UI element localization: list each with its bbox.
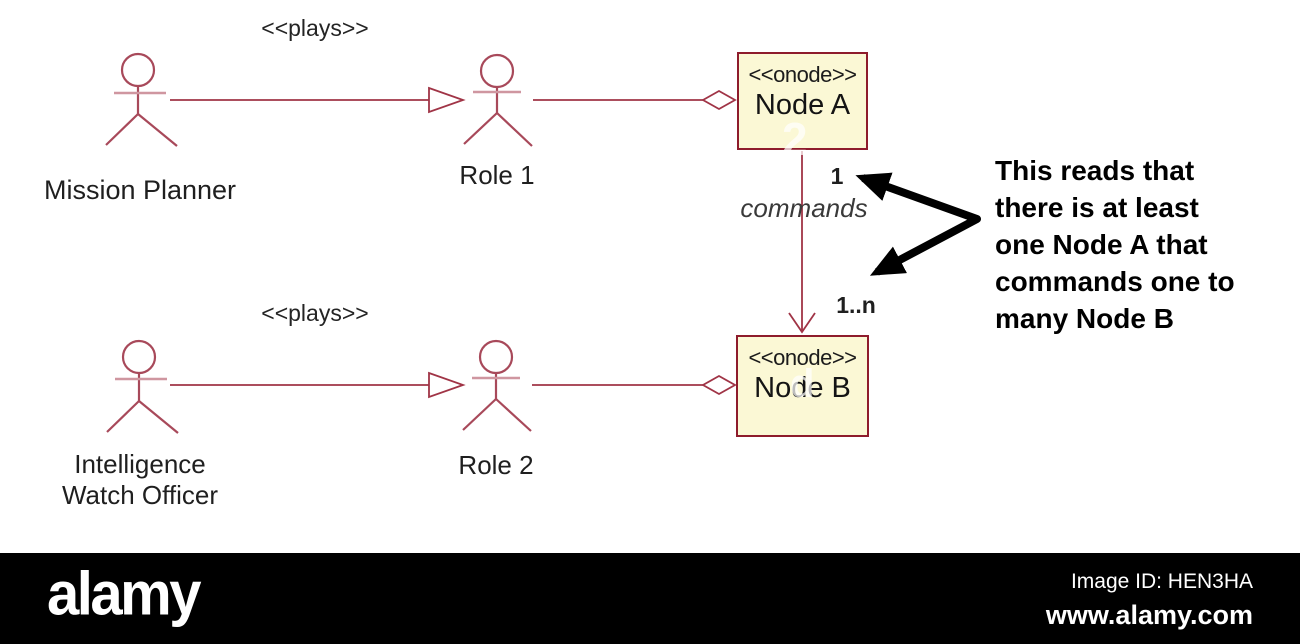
- mission-planner-actor-icon: [105, 52, 178, 147]
- aggregation-role1-nodea: [533, 89, 737, 111]
- commands-association-line: [788, 151, 816, 334]
- node-b-name: Node B: [754, 372, 851, 404]
- plays-stereotype-bottom: <<plays>>: [261, 300, 369, 326]
- node-a-stereotype: <<onode>>: [748, 62, 857, 87]
- diagram-shapes-layer: [105, 52, 981, 434]
- aggregation-role2-nodeb: [532, 374, 737, 396]
- role2-actor-icon: [462, 339, 532, 432]
- actor-label-role2: Role 2: [458, 450, 534, 480]
- annotation-text: This reads that there is at least one No…: [995, 155, 1235, 334]
- multiplicity-target: 1..n: [836, 292, 876, 318]
- multiplicity-source: 1: [830, 163, 844, 189]
- alamy-url-text: www.alamy.com: [1045, 600, 1253, 630]
- actor-label-intelligence-watch-officer: Intelligence Watch Officer: [61, 449, 219, 510]
- image-credits: Image ID: HEN3HA www.alamy.com: [1046, 570, 1253, 631]
- node-b-stereotype: <<onode>>: [748, 345, 857, 370]
- role1-actor-icon: [463, 53, 533, 147]
- alamy-logo: alamy: [47, 560, 201, 629]
- annotation-double-arrow-icon: [855, 172, 981, 276]
- aggregation-diamond-icon: [701, 89, 737, 111]
- image-id-text: Image ID: HEN3HA: [1070, 570, 1253, 593]
- association-name: commands: [740, 193, 868, 223]
- open-triangle-arrowhead-icon: [428, 86, 466, 114]
- node-a-name: Node A: [754, 89, 851, 121]
- plays-stereotype-top: <<plays>>: [261, 15, 369, 41]
- intelligence-watch-officer-actor-icon: [106, 339, 179, 434]
- aggregation-diamond-icon: [701, 374, 737, 396]
- node-a-box: <<onode>> Node A: [737, 52, 868, 150]
- actor-label-mission-planner: Mission Planner: [43, 175, 237, 205]
- watermark-ghost: d: [790, 362, 815, 406]
- node-b-box: <<onode>> Node B: [736, 335, 869, 437]
- open-arrowhead-icon: [788, 312, 816, 334]
- actor-label-role1: Role 1: [459, 160, 535, 190]
- open-triangle-arrowhead-icon: [428, 371, 466, 399]
- plays-arrow-bottom: [170, 371, 466, 399]
- alamy-watermark-bar: [0, 553, 1300, 644]
- watermark-ghost: 2: [782, 113, 808, 165]
- plays-arrow-top: [170, 86, 466, 114]
